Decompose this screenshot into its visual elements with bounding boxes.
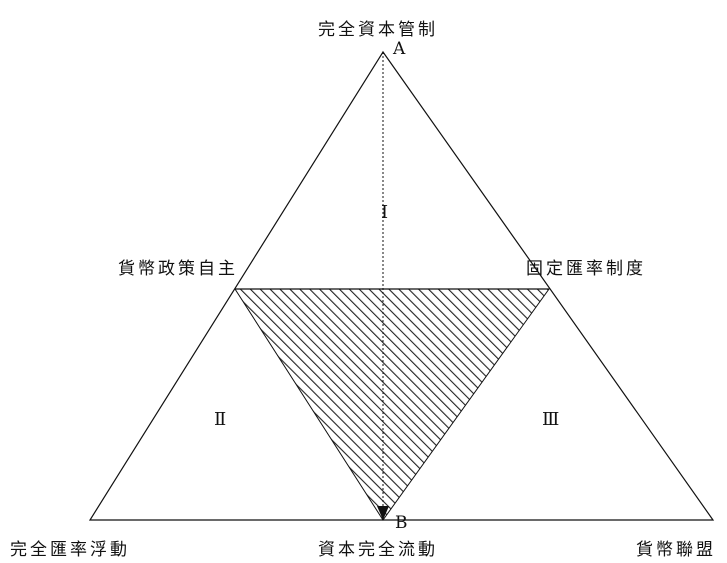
hatched-inner-triangle: [234, 288, 550, 521]
bottom-right-label: 貨幣聯盟: [636, 540, 716, 560]
left-mid-label: 貨幣政策自主: [118, 259, 238, 279]
point-a-label: A: [393, 39, 406, 59]
point-b-label: B: [395, 513, 408, 533]
right-mid-label: 固定匯率制度: [526, 259, 646, 279]
outer-triangle: [88, 50, 715, 521]
bottom-left-label: 完全匯率浮動: [10, 540, 130, 560]
region-1-label: I: [381, 202, 389, 223]
region-3-label: Ⅲ: [542, 409, 560, 430]
top-label: 完全資本管制: [318, 20, 438, 40]
bottom-center-label: 資本完全流動: [318, 540, 438, 560]
arrow-head: [377, 506, 389, 520]
region-2-label: Ⅱ: [214, 409, 227, 430]
